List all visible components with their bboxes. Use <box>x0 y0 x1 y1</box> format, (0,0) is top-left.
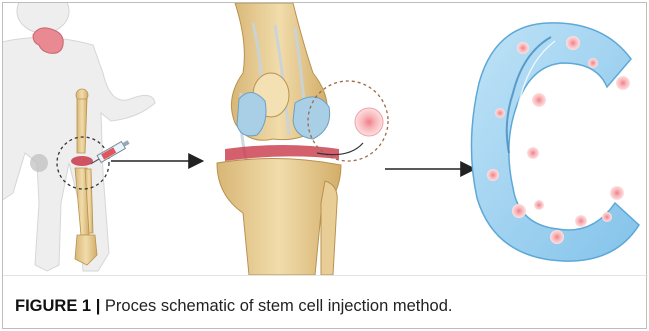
meniscus-cell <box>610 186 624 200</box>
meniscus-cell <box>616 76 630 90</box>
meniscus-cell <box>602 212 612 222</box>
meniscus-cell <box>512 204 526 218</box>
meniscus-cell <box>588 58 598 68</box>
meniscus-cell <box>487 169 499 181</box>
meniscus-c-shape <box>471 23 639 261</box>
meniscus-cell <box>517 42 529 54</box>
knee-joint-panel <box>217 3 473 275</box>
meniscus-cell <box>495 108 505 118</box>
figure-caption: FIGURE 1 | Proces schematic of stem cell… <box>15 297 452 316</box>
meniscus-cell <box>575 215 587 227</box>
meniscus-cell <box>527 147 539 159</box>
caption-divider <box>3 275 648 276</box>
meniscus-cell <box>534 200 544 210</box>
regenerated-meniscus-panel <box>471 23 639 261</box>
meniscus-cell <box>550 230 564 244</box>
knee-injury-marker <box>71 156 93 166</box>
caption-text: Proces schematic of stem cell injection … <box>105 297 453 315</box>
meniscus-cell <box>566 36 580 50</box>
stem-cell-icon <box>355 108 383 136</box>
caption-label: FIGURE 1 <box>15 297 91 315</box>
fibula-bone <box>321 181 337 275</box>
schematic-artwork <box>3 3 648 275</box>
pain-spot-icon <box>30 154 48 172</box>
caption-separator: | <box>91 297 105 315</box>
body-injection-panel <box>3 3 201 271</box>
meniscus-cell <box>532 93 546 107</box>
articular-cartilage <box>237 92 266 135</box>
